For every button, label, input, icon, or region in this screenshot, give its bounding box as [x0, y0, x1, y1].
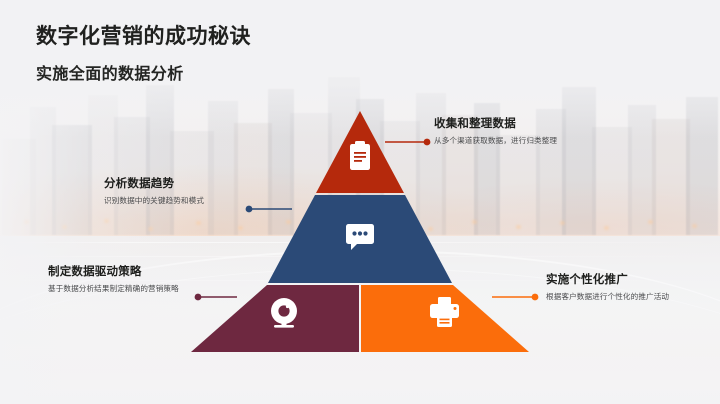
connector-promote [492, 293, 539, 301]
webcam-icon [271, 298, 297, 328]
callout-strategy: 制定数据驱动策略 基于数据分析结果制定精确的营销策略 [48, 264, 208, 295]
clipboard-icon [350, 141, 370, 170]
connector-strategy [194, 293, 237, 301]
pyramid-tier-strategy[interactable] [191, 285, 359, 352]
callout-promote-title: 实施个性化推广 [546, 272, 628, 286]
page-title: 数字化营销的成功秘诀 [36, 24, 251, 48]
pyramid-tier-analyze[interactable] [268, 195, 452, 283]
callout-collect-title: 收集和整理数据 [434, 116, 516, 130]
callout-collect: 收集和整理数据 从多个渠道获取数据，进行归类整理 [434, 116, 584, 147]
callout-analyze-desc: 识别数据中的关键趋势和模式 [104, 196, 205, 206]
callout-collect-desc: 从多个渠道获取数据，进行归类整理 [434, 136, 558, 146]
chat-bubble-icon [346, 224, 374, 250]
connector-collect [385, 138, 431, 146]
slide-heading: 数字化营销的成功秘诀 实施全面的数据分析 [36, 24, 251, 83]
page-subtitle: 实施全面的数据分析 [36, 64, 184, 84]
callout-promote: 实施个性化推广 根据客户数据进行个性化的推广活动 [546, 272, 704, 303]
callout-analyze-title: 分析数据趋势 [104, 176, 175, 190]
pyramid-tier-promote[interactable] [361, 285, 529, 352]
callout-strategy-desc: 基于数据分析结果制定精确的营销策略 [48, 284, 179, 294]
callout-promote-desc: 根据客户数据进行个性化的推广活动 [546, 292, 670, 302]
pyramid-tier-collect[interactable] [316, 111, 404, 193]
printer-icon [430, 297, 459, 327]
callout-analyze: 分析数据趋势 识别数据中的关键趋势和模式 [104, 176, 244, 207]
callout-strategy-title: 制定数据驱动策略 [48, 264, 142, 278]
connector-analyze [245, 205, 292, 213]
